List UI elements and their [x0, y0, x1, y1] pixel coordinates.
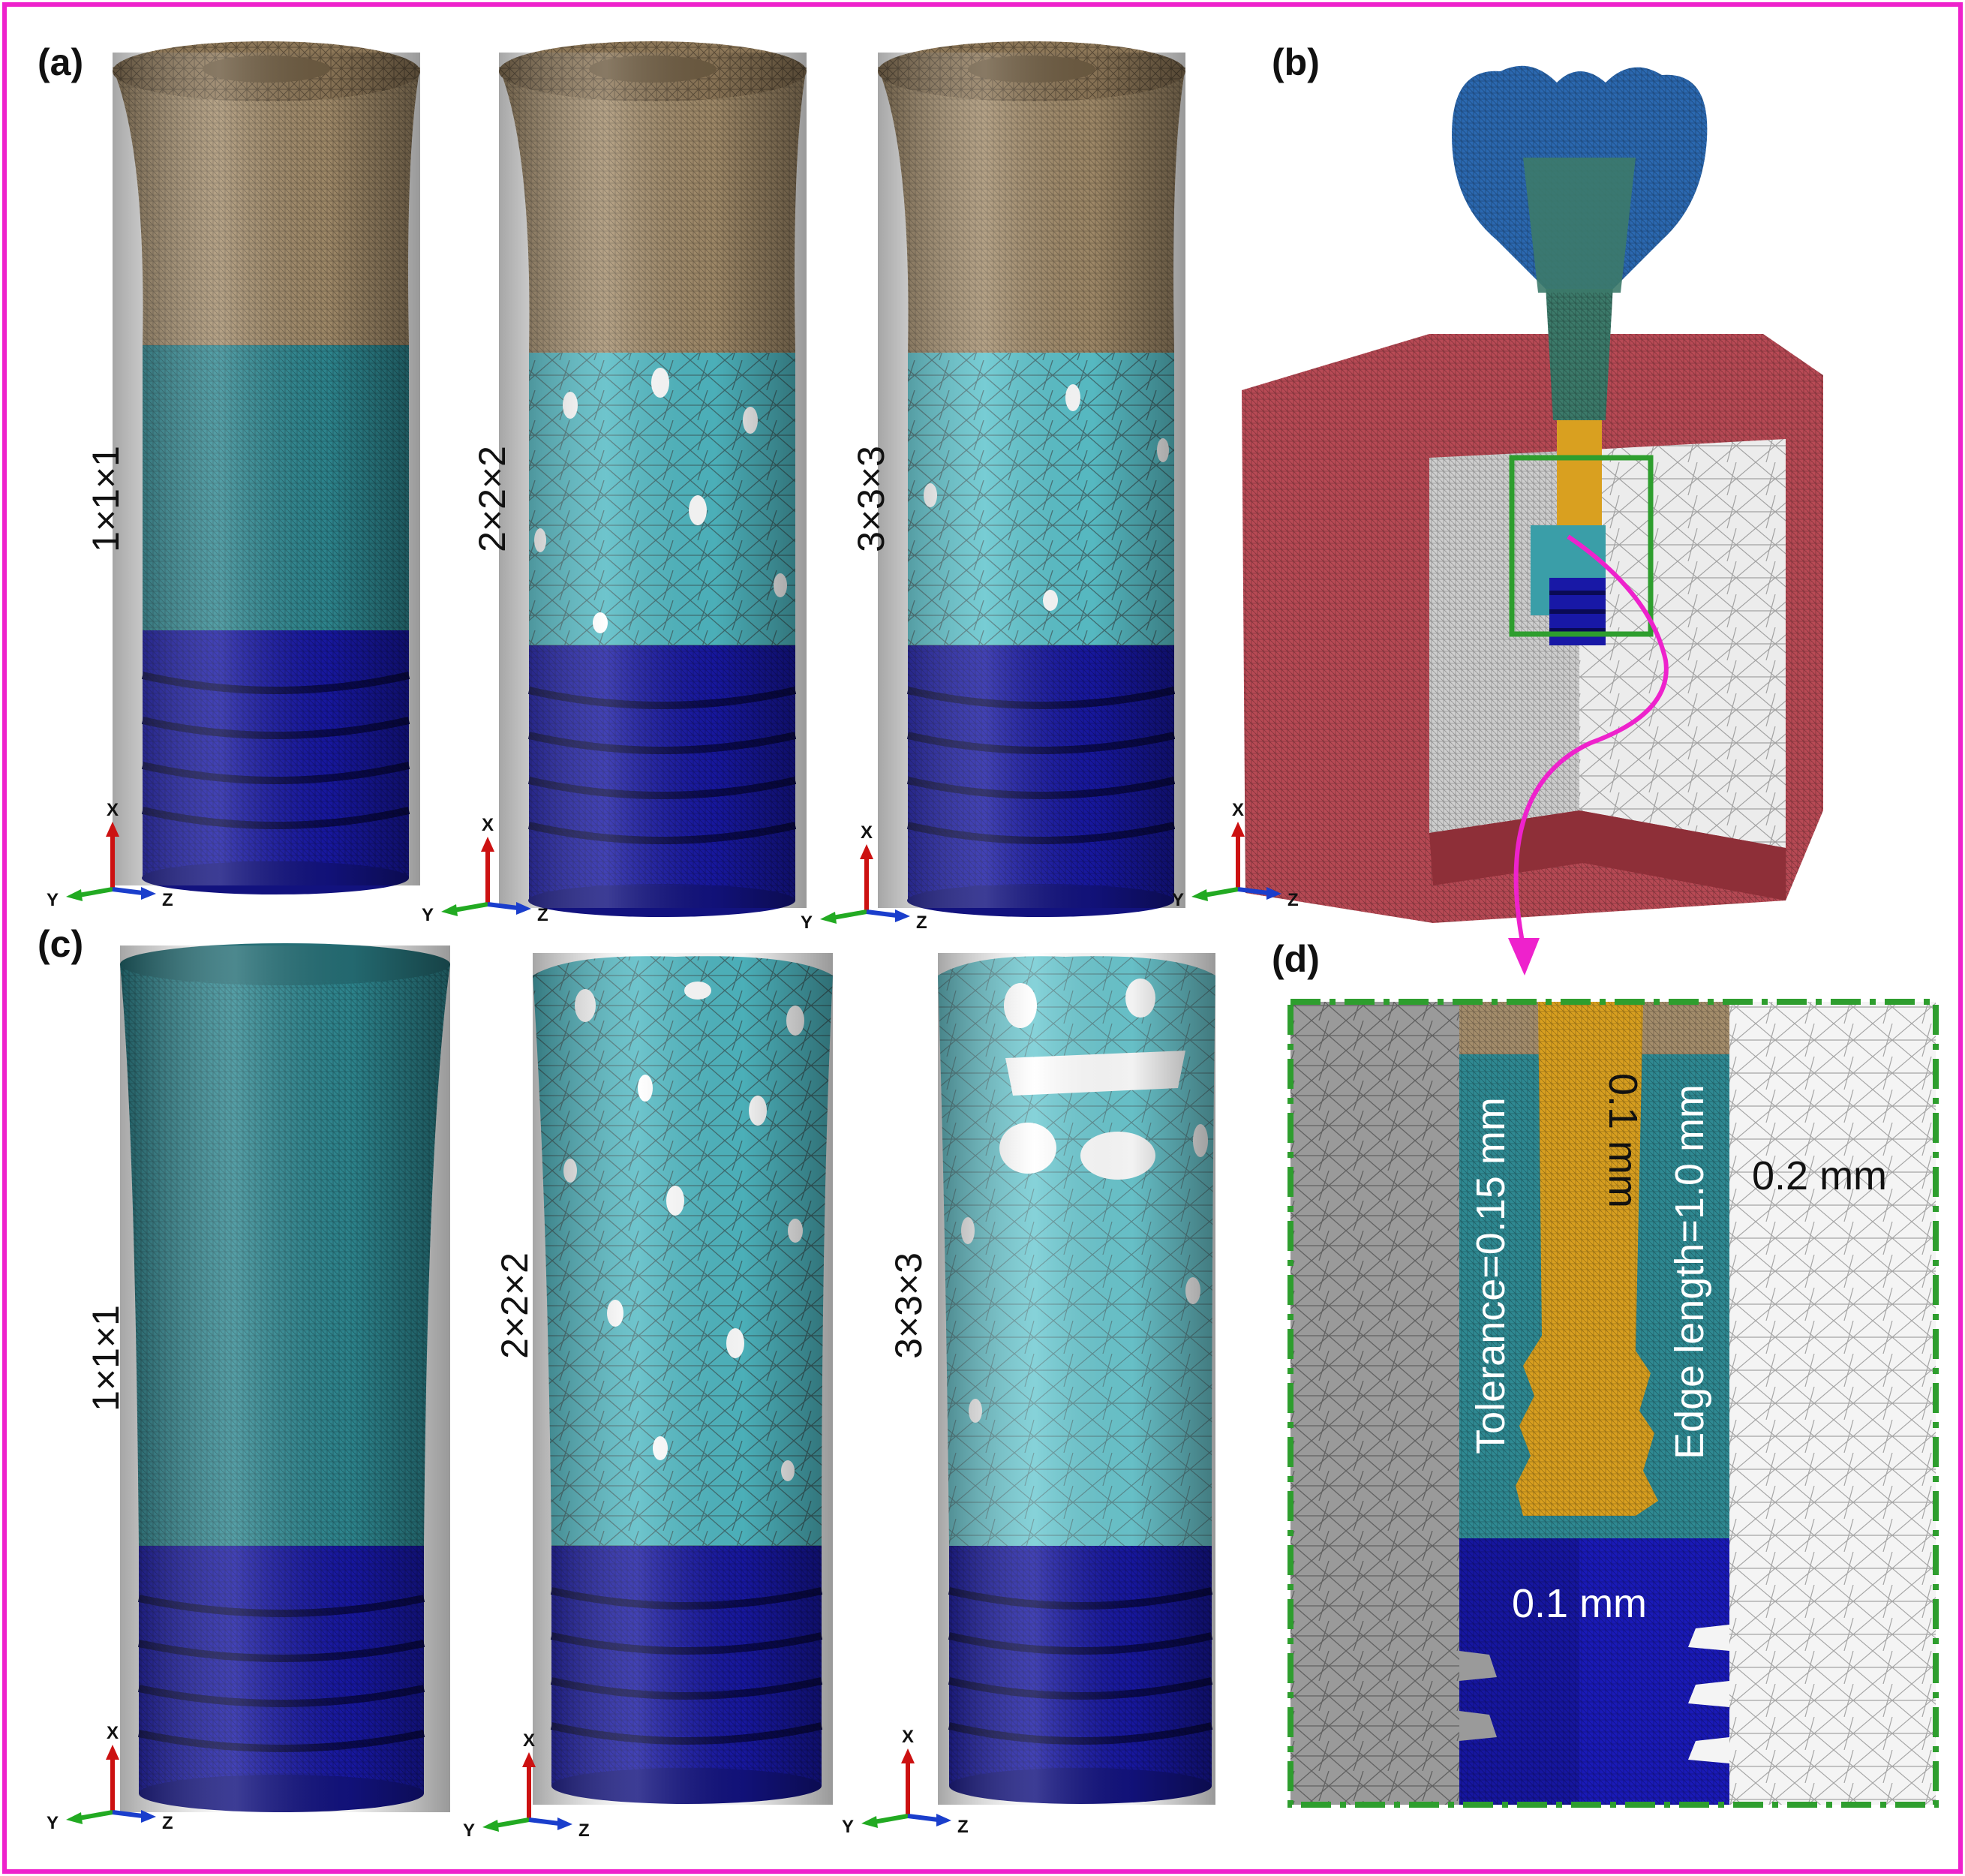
axis-y-a3: Y — [801, 912, 813, 933]
axis-z-a1: Z — [162, 890, 173, 910]
axis-x-c3: X — [902, 1727, 914, 1747]
edge-length-annotation: Edge length=1.0 mm — [1667, 1084, 1712, 1460]
axis-triad-c2: X Y Z — [463, 1730, 590, 1841]
axis-x-c1: X — [107, 1723, 119, 1743]
axis-triad-c3: X Y Z — [842, 1727, 969, 1837]
axis-x-a1: X — [107, 800, 119, 820]
implant-a-2x2x2 — [499, 41, 807, 917]
implant-a-1x1x1 — [113, 41, 420, 894]
core-size-annotation: 0.1 mm — [1600, 1073, 1645, 1208]
panel-a-label: (a) — [38, 41, 83, 83]
axis-y-c3: Y — [842, 1817, 854, 1837]
axis-y-c1: Y — [47, 1813, 59, 1833]
thread-size-annotation: 0.1 mm — [1512, 1581, 1647, 1626]
axis-triad-c1: X Y Z — [47, 1723, 173, 1833]
bone-size-annotation: 0.2 mm — [1752, 1153, 1887, 1198]
panel-d: (d) — [1272, 938, 1939, 1808]
panel-b-label: (b) — [1272, 41, 1320, 83]
panel-a: (a) 1×1×1 — [38, 41, 1185, 933]
zoom-connector-arrowhead — [1508, 938, 1540, 976]
axis-triad-b: X Y Z — [1172, 800, 1299, 910]
axis-z-a2: Z — [537, 905, 548, 925]
axis-z-c3: Z — [957, 1817, 969, 1837]
axis-x-a2: X — [482, 815, 494, 835]
axis-triad-a2: X Y Z — [422, 815, 548, 925]
axis-y-a2: Y — [422, 905, 434, 925]
panel-b: (b) — [1172, 41, 1823, 976]
label-a-3x3x3: 3×3×3 — [850, 446, 892, 552]
axis-z-c1: Z — [162, 1813, 173, 1833]
axis-z-a3: Z — [916, 912, 927, 933]
detail-view — [1290, 1002, 1936, 1805]
bone-block — [1242, 334, 1823, 923]
axis-y-b: Y — [1172, 890, 1184, 910]
implant-c-3x3x3 — [938, 953, 1215, 1805]
label-c-2x2x2: 2×2×2 — [494, 1252, 536, 1359]
label-a-2x2x2: 2×2×2 — [471, 446, 513, 552]
zoom-box — [1509, 455, 1654, 637]
detail-frame — [1287, 999, 1939, 1808]
label-a-1x1x1: 1×1×1 — [85, 446, 127, 552]
axis-y-a1: Y — [47, 890, 59, 910]
axis-y-c2: Y — [463, 1820, 475, 1841]
panel-c: (c) 1×1×1 — [38, 923, 1215, 1841]
zoom-connector-arrow — [1513, 534, 1669, 946]
axis-triad-a1: X Y Z — [47, 800, 173, 910]
implant-a-3x3x3 — [878, 41, 1185, 917]
implant-c-2x2x2 — [533, 953, 833, 1805]
axis-triad-a3: X Y Z — [801, 822, 927, 933]
implant-c-1x1x1 — [120, 943, 450, 1812]
axis-z-b: Z — [1287, 890, 1299, 910]
axis-x-a3: X — [861, 822, 873, 843]
panel-d-label: (d) — [1272, 938, 1320, 980]
label-c-1x1x1: 1×1×1 — [85, 1305, 127, 1412]
tolerance-annotation: Tolerance=0.15 mm — [1468, 1097, 1513, 1454]
axis-x-b: X — [1232, 800, 1244, 820]
panel-c-label: (c) — [38, 923, 83, 965]
label-c-3x3x3: 3×3×3 — [888, 1252, 930, 1359]
axis-z-c2: Z — [578, 1820, 590, 1841]
implant-assembly-b — [1452, 65, 1708, 645]
axis-x-c2: X — [523, 1730, 535, 1751]
